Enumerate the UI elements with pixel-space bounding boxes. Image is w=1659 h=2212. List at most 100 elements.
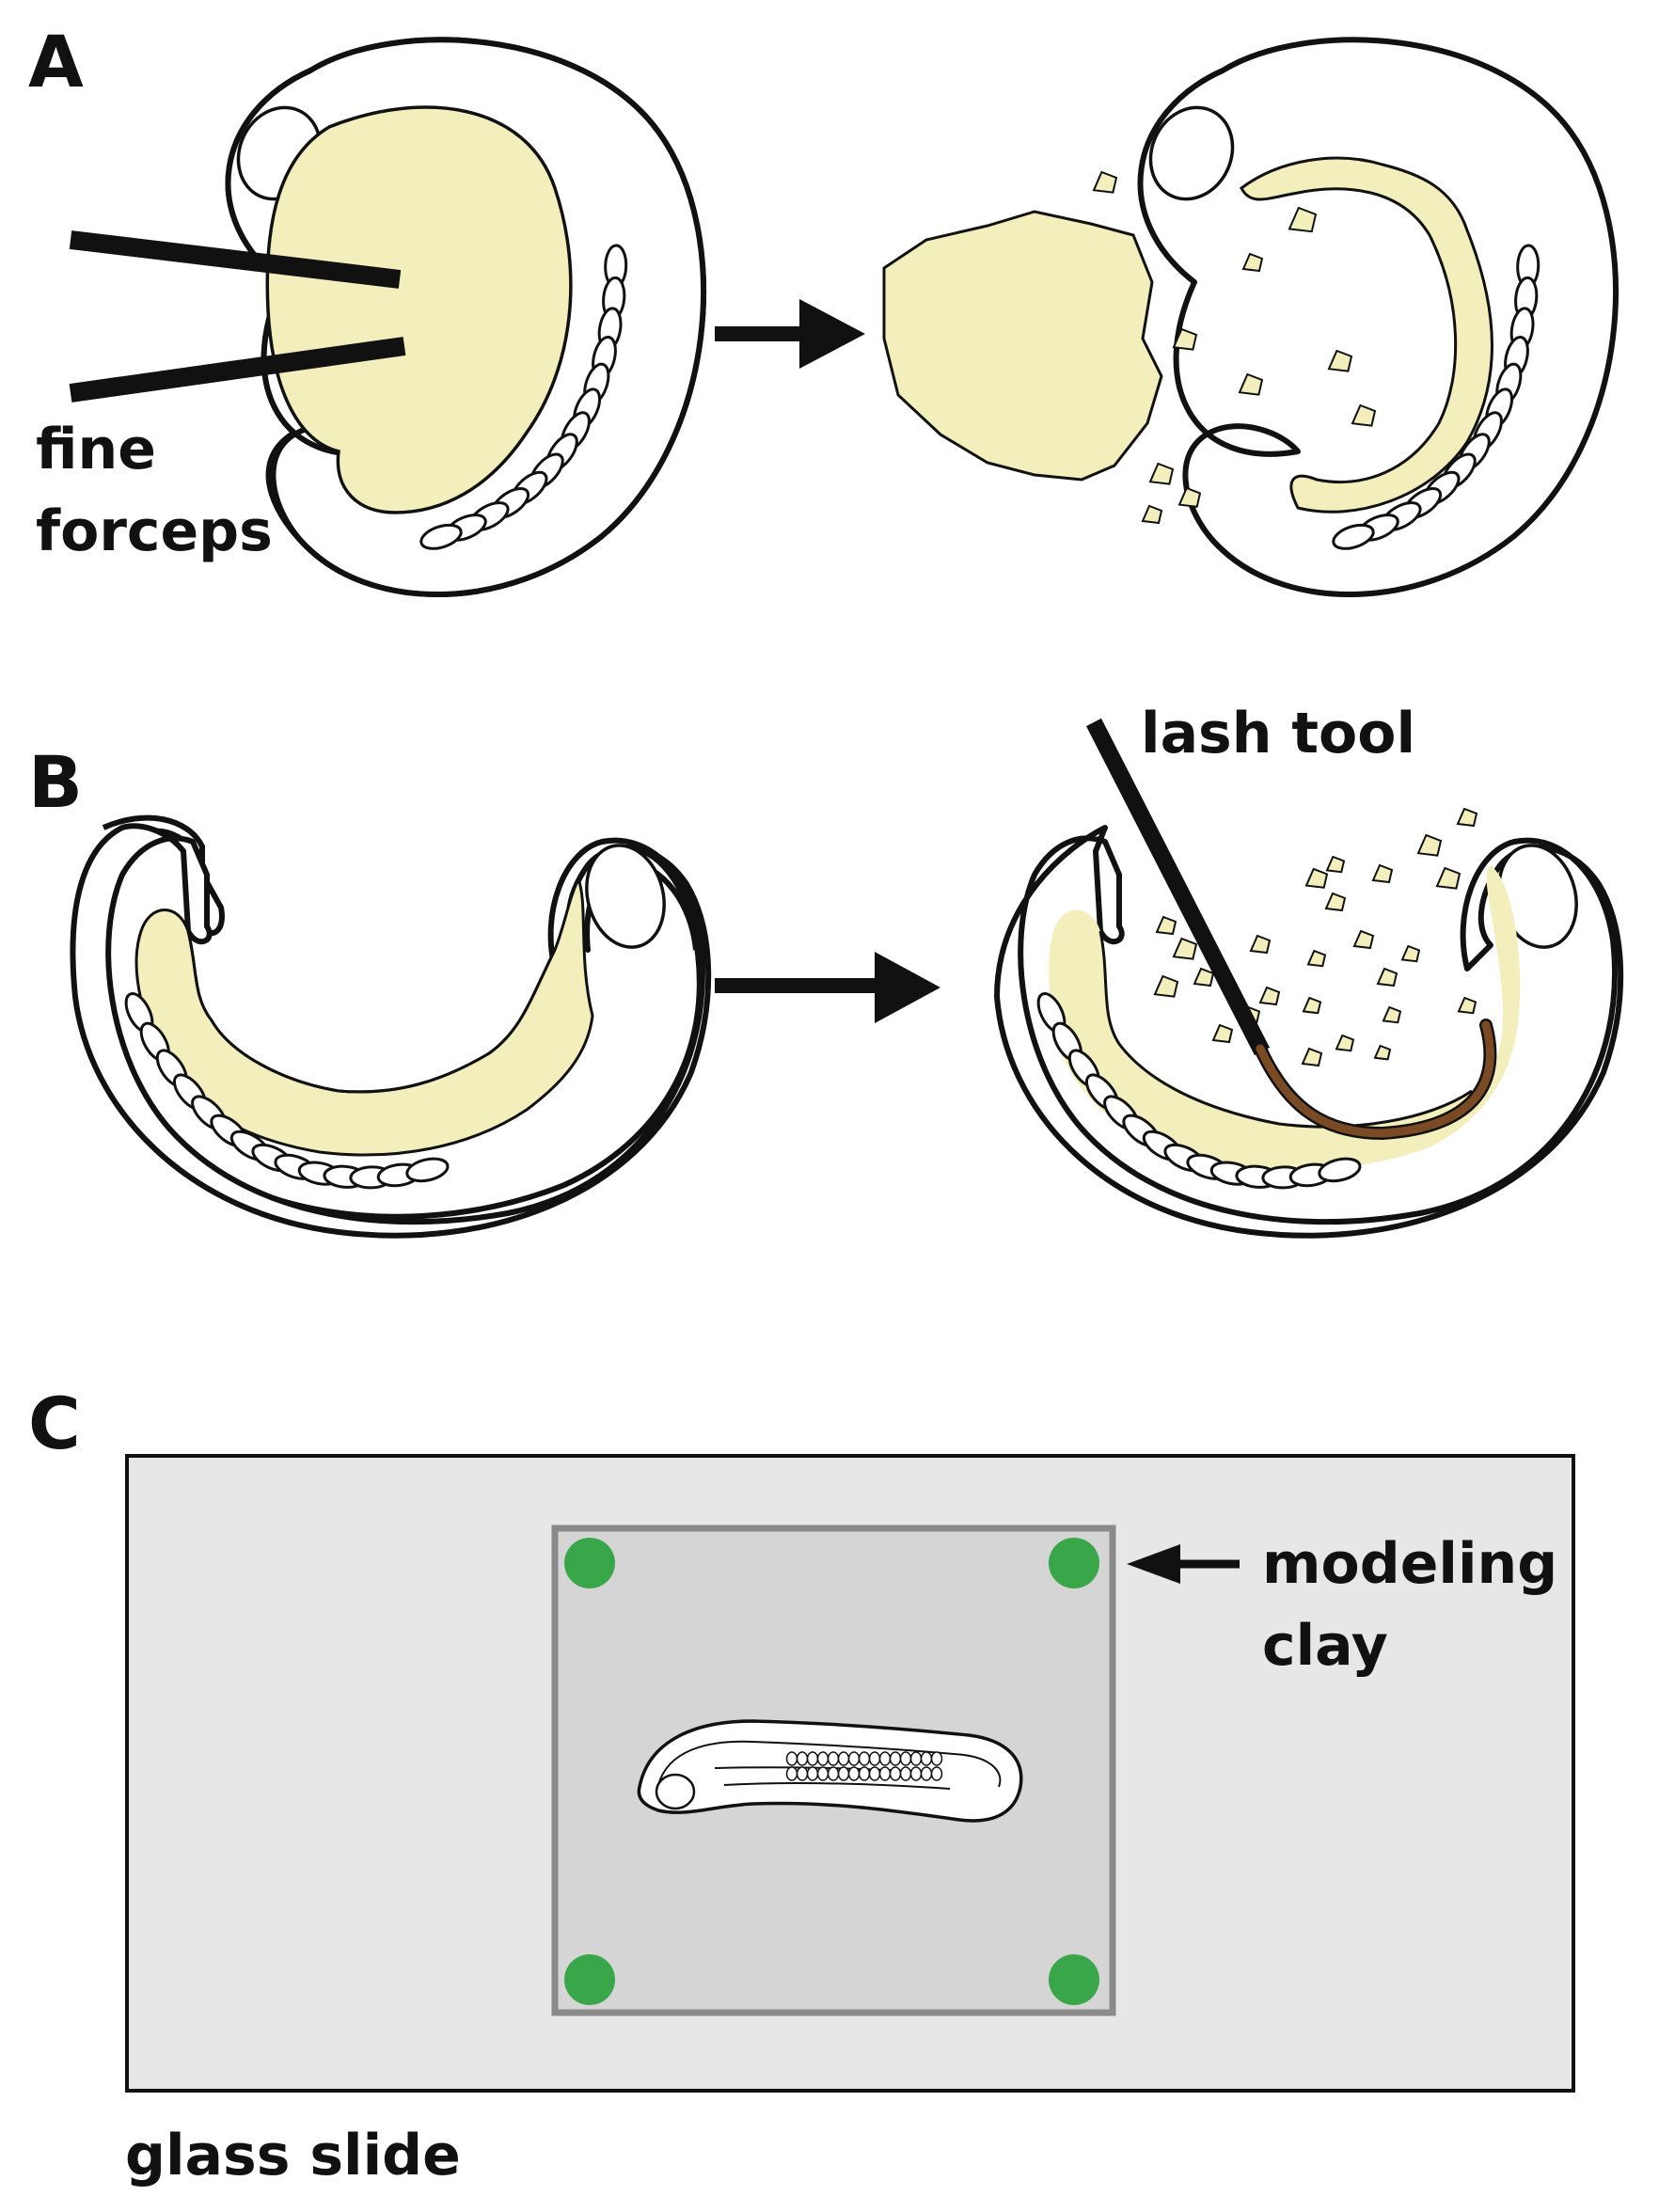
mounted-embryo [637,1719,1023,1823]
clay-dot-bottom-right [1049,1954,1099,2005]
somite-row [785,1751,943,1781]
eyelash-hair [1256,1020,1494,1138]
somite [785,1766,798,1781]
yolk-crumb [1141,504,1163,525]
somite [878,1766,892,1781]
yolk-crumb [1153,974,1179,998]
somite [837,1766,850,1781]
somite [930,1751,943,1766]
forceps-label-line2: forceps [36,498,273,564]
yolk-crumb [1371,863,1394,884]
yolk-mass [265,105,573,514]
otic-vesicle-icon [1148,105,1235,201]
yolk-crumb [1238,372,1264,396]
somite-row [124,991,450,1190]
yolk-crumb [1416,833,1443,857]
somite [889,1766,902,1781]
lash-tool-handle [1085,718,1271,1056]
detached-yolk-chunk [882,210,1163,482]
yolk-crumbs [1092,170,1377,525]
yolk-crumb [1155,915,1177,936]
panel-a: A fine forceps [28,20,1619,597]
yolk-crumb [1352,929,1375,950]
forceps-tip-lower [69,337,406,403]
somite [806,1751,819,1766]
yolk-crumb [1172,937,1198,960]
panel-b: B lash tool [28,701,1624,1239]
yolk-crumb [1335,1034,1355,1052]
panel-b-letter: B [28,740,83,824]
somite-row [1036,991,1362,1190]
panel-c: C modeling clay glass slide [28,1382,1575,2188]
panel-b-cleaning-embryo [994,718,1624,1239]
yolk-crumb [1177,486,1202,508]
somite [920,1766,933,1781]
yolk-crumb [1304,867,1329,889]
forceps-tip-upper [69,230,402,289]
somite [858,1766,871,1781]
yolk-crumb [1400,944,1421,963]
step-arrow-a [715,299,865,369]
panel-c-letter: C [28,1382,81,1465]
somite [868,1751,881,1766]
somite [930,1766,943,1781]
somite [837,1751,850,1766]
somite [827,1766,840,1781]
clay-dot-top-left [564,1538,615,1588]
yolk-crumb [1211,1023,1234,1044]
yolk-crumb [1456,807,1478,828]
yolk-crumb [1241,252,1264,273]
yolk-crumb [1148,462,1175,485]
forceps-label-line1: fine [36,417,156,482]
panel-a-letter: A [28,20,84,103]
yolk-crumb [1193,967,1215,988]
somite [909,1751,923,1766]
yolk-crumb [1092,170,1118,194]
clay-dot-bottom-left [564,1954,615,2005]
panel-a-intact-embryo [69,37,706,597]
somite [858,1751,871,1766]
panel-b-open-embryo [70,814,712,1239]
somite [405,1157,450,1183]
somite [899,1766,912,1781]
yolk-crumb [1302,996,1322,1015]
clay-label-line2: clay [1262,1613,1388,1679]
yolk-crumbs [1153,807,1478,1067]
yolk-crumb [1172,327,1198,351]
somite [806,1766,819,1781]
yolk-crumb [1306,949,1327,968]
somite [419,523,463,550]
somite [899,1751,912,1766]
step-arrow-b [715,952,940,1023]
yolk-crumb [1351,403,1377,427]
somite [827,1751,840,1766]
somite [785,1751,798,1766]
otic-vesicle-icon [585,844,666,949]
somite [909,1766,923,1781]
clay-label-line1: modeling [1262,1531,1557,1597]
lash-tool-label: lash tool [1141,701,1415,766]
clay-dot-top-right [1049,1538,1099,1588]
yolk-crumb [1373,1044,1392,1061]
somite [796,1766,809,1781]
somite [796,1751,809,1766]
somite [878,1751,892,1766]
somite [847,1751,861,1766]
somite [816,1751,830,1766]
somite [920,1751,933,1766]
clay-pointer-arrow [1127,1544,1240,1584]
somite [889,1751,902,1766]
yolk-crumb [1327,349,1353,372]
somite [1318,1157,1362,1183]
panel-a-opened-embryo [882,37,1619,597]
yolk-crumb [1288,206,1318,233]
somite-row [1332,244,1540,550]
yolk-crumb [1324,892,1347,912]
yolk-crumb [1325,855,1346,874]
glass-slide-label: glass slide [125,2123,461,2188]
yolk-crumb [1435,866,1462,890]
somite [816,1766,830,1781]
somite-row [419,244,628,550]
yolk-crumb [1301,1047,1323,1067]
